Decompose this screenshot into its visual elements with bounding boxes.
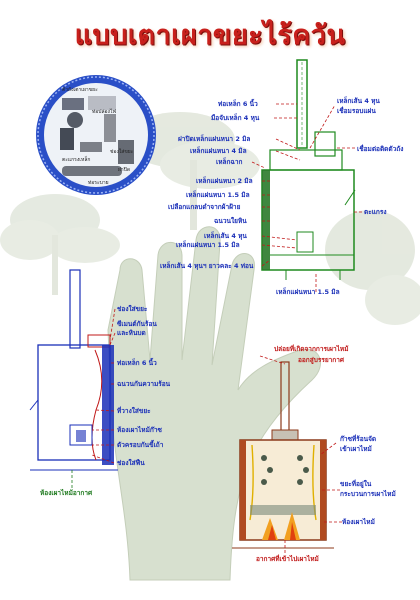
label-rod-legs: เหล็กเส้น 4 หุนฯ ยาวคละ 4 ท่อน <box>160 262 254 270</box>
photo-label-drain: ท่อระบาย <box>88 180 109 186</box>
label-intake-air: อากาศที่เข้าไปเผาไหม้ <box>256 555 319 563</box>
label-firewood-port: ช่องใส่ฟืน <box>117 459 145 467</box>
label-lid-plate-2mm: ฝาปิดเหล็กแผ่นหนา 2 มิล <box>178 135 251 143</box>
label-hot-gas: ก๊าซที่ร้อนจัด <box>340 435 377 443</box>
label-to-atmosphere: ออกสู่บรรยากาศ <box>298 356 344 364</box>
label-plate-1-5mm: เหล็กแผ่นหนา 1.5 มิล <box>186 191 250 199</box>
photo-collage <box>36 75 156 195</box>
label-insulation: ฉนวนใยหิน <box>214 217 247 225</box>
label-ash-cover: ตัวครอบกันขี้เถ้า <box>117 441 164 449</box>
photo-label-loading-port: ช่องใส่ขยะ <box>110 149 134 155</box>
label-heat-insulation: ฉนวนกันความร้อน <box>117 380 171 388</box>
photo-label-lid: ฝาปิด <box>118 167 131 173</box>
label-air-chamber: ห้องเผาไหม้อากาศ <box>40 489 93 497</box>
diagram-1 <box>261 59 356 280</box>
label-heat-cement: ซีเมนต์กันร้อน <box>117 320 157 328</box>
label-rod-4: เหล็กเส้น 4 หุน <box>204 232 247 240</box>
leader-lines <box>91 103 362 553</box>
label-handle-rod: มือจับเหล็ก 4 หุน <box>211 114 260 122</box>
label-plate-2mm: เหล็กแผ่นหนา 2 มิล <box>196 177 253 185</box>
label-plate-4mm: เหล็กแผ่นหนา 4 มิล <box>190 147 247 155</box>
label-smoke-release: ปล่อยที่เกิดจากการเผาไหม้ <box>274 345 349 353</box>
label-combustion-chamber: ห้องเผาไหม้ <box>342 518 375 526</box>
label-weld-to-body: เชื่อมต่อติดตัวถัง <box>357 145 404 153</box>
label-rod-4-right: เหล็กเส้น 4 หุน <box>337 97 380 105</box>
label-waste-rack: ที่วางใส่ขยะ <box>117 407 151 415</box>
label-enter-burn: เข้าเผาไหม้ <box>340 445 372 453</box>
label-steel-pipe-6in: ท่อเหล็ก 6 นิ้ว <box>218 100 258 108</box>
label-plate-1-5mm-lower: เหล็กแผ่นหนา 1.5 มิล <box>176 241 240 249</box>
hand-silhouette <box>107 226 321 581</box>
label-angle-iron: เหล็กฉาก <box>216 158 243 166</box>
page-title: แบบเตาเผาขยะไร้ควัน <box>74 20 346 51</box>
label-loading-port: ช่องใส่ขยะ <box>117 305 148 313</box>
label-gas-chamber: ห้องเผาไหม้ก๊าซ <box>117 426 162 434</box>
label-and-gravel: และหินบด <box>117 329 146 337</box>
photo-label-stove-body: ตัวถังเตาเผาขยะ <box>62 87 98 93</box>
label-base-plate: เหล็กแผ่นหนา 1.5 มิล <box>276 288 340 296</box>
label-weld-around: เชื่อมรอบแผ่น <box>337 107 376 115</box>
photo-label-grate: ตะแกรงเหล็ก <box>62 157 91 163</box>
diagram-2 <box>29 269 118 471</box>
label-burn-process: กระบวนการเผาไหม้ <box>340 490 396 498</box>
label-waste-inside: ขยะที่อยู่ใน <box>340 480 372 488</box>
label-grate: ตะแกรง <box>364 208 387 216</box>
photo-label-chimney: ท่อปล่องไฟ <box>92 109 117 115</box>
label-steel-pipe-6in-2: ท่อเหล็ก 6 นิ้ว <box>117 359 157 367</box>
label-husk-layer: เปลือกแกลบดำจากผ้าฝ้าย <box>168 203 241 211</box>
